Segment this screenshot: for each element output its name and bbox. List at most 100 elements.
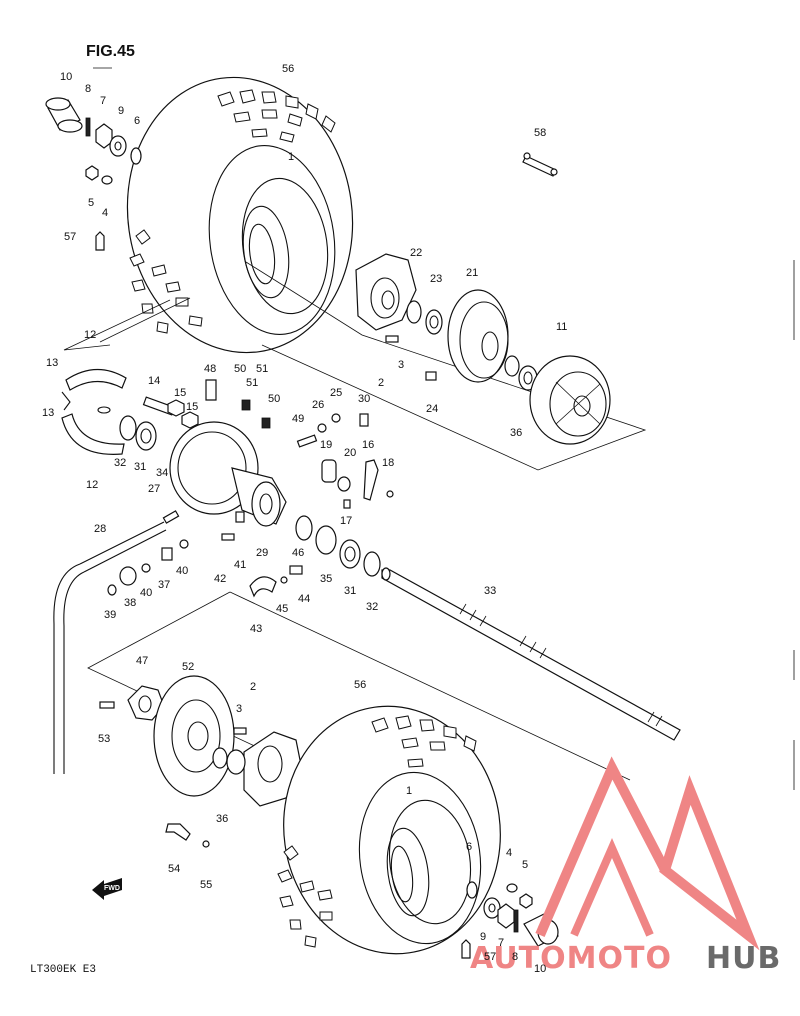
callout-37: 37 <box>158 579 170 591</box>
linkage-parts <box>296 413 394 509</box>
callout-31: 31 <box>134 461 146 473</box>
callout-13: 13 <box>46 357 58 369</box>
callout-58: 58 <box>534 127 546 139</box>
callout-2-lower: 2 <box>250 681 256 693</box>
callout-18: 18 <box>382 457 394 469</box>
callout-30: 30 <box>358 393 370 405</box>
callout-8-lower: 8 <box>512 951 518 963</box>
callout-11: 11 <box>556 321 567 333</box>
callout-49: 49 <box>292 413 304 425</box>
callout-56-lower: 56 <box>354 679 366 691</box>
callout-51-b: 51 <box>256 363 268 375</box>
callout-39: 39 <box>104 609 116 621</box>
callout-40-b: 40 <box>140 587 152 599</box>
lower-tread <box>277 715 477 948</box>
callout-35: 35 <box>320 573 332 585</box>
callout-53: 53 <box>98 733 110 745</box>
callout-4-lower: 4 <box>506 847 512 859</box>
callout-13-lower: 13 <box>42 407 54 419</box>
model-code: LT300EK E3 <box>30 964 96 976</box>
callout-29: 29 <box>256 547 268 559</box>
callout-5: 5 <box>88 197 94 209</box>
callout-17: 17 <box>340 515 352 527</box>
callout-50-b: 50 <box>268 393 280 405</box>
callout-7: 7 <box>100 95 106 107</box>
callout-45: 45 <box>276 603 288 615</box>
fwd-arrow-icon: FWD <box>92 878 122 900</box>
triangle-logo-icon <box>535 756 760 951</box>
callout-1-lower: 1 <box>406 785 412 797</box>
callout-15: 15 <box>174 387 186 399</box>
watermark-brand-left: AUTOMOTO <box>470 941 672 976</box>
callout-2: 2 <box>378 377 384 389</box>
rear-axle <box>381 567 681 741</box>
callout-50: 50 <box>234 363 246 375</box>
watermark-brand-right: HUB <box>706 941 781 976</box>
callout-28: 28 <box>94 523 106 535</box>
figure-title: FIG.45 <box>86 43 135 60</box>
watermark: AUTOMOTO HUB <box>470 756 781 976</box>
callout-3: 3 <box>398 359 404 371</box>
callout-40: 40 <box>176 565 188 577</box>
callout-7-lower: 7 <box>498 937 504 949</box>
callout-9: 9 <box>118 105 124 117</box>
callout-51: 51 <box>246 377 258 389</box>
callout-31-b: 31 <box>344 585 356 597</box>
callout-15-b: 15 <box>186 401 198 413</box>
callout-22: 22 <box>410 247 422 259</box>
callout-6: 6 <box>134 115 140 127</box>
callout-55: 55 <box>200 879 212 891</box>
callout-20: 20 <box>344 447 356 459</box>
callout-54: 54 <box>168 863 180 875</box>
callout-16: 16 <box>362 439 374 451</box>
upper-left-hardware <box>45 97 142 251</box>
upper-hub-parts <box>355 152 611 445</box>
callout-57-lower: 57 <box>484 951 496 963</box>
callout-36-lower: 36 <box>216 813 228 825</box>
callout-32-b: 32 <box>366 601 378 613</box>
callout-8: 8 <box>85 83 91 95</box>
callout-14: 14 <box>148 375 160 387</box>
callout-19: 19 <box>320 439 332 451</box>
sprocket-assembly <box>99 675 303 848</box>
callout-57: 57 <box>64 231 76 243</box>
callout-24: 24 <box>426 403 438 415</box>
fwd-label: FWD <box>104 885 120 892</box>
caliper-small-parts <box>107 511 303 598</box>
brake-panel-assembly <box>119 379 287 527</box>
callout-10: 10 <box>60 71 72 83</box>
callout-52: 52 <box>182 661 194 673</box>
callout-12: 12 <box>84 329 96 341</box>
callout-36: 36 <box>510 427 522 439</box>
callout-41: 41 <box>234 559 246 571</box>
brake-cable <box>53 510 180 774</box>
callout-34: 34 <box>156 467 168 479</box>
upper-tire <box>126 76 354 354</box>
callout-5-lower: 5 <box>522 859 528 871</box>
callout-4: 4 <box>102 207 108 219</box>
lower-tire <box>277 705 501 955</box>
callout-12-lower: 12 <box>86 479 98 491</box>
axle-bearings <box>295 515 381 577</box>
callout-6-lower: 6 <box>466 841 472 853</box>
callout-9-lower: 9 <box>480 931 486 943</box>
callout-25: 25 <box>330 387 342 399</box>
callout-labels: 10 8 7 9 6 56 5 4 57 1 58 22 23 21 11 3 … <box>42 63 567 975</box>
callout-3-lower: 3 <box>236 703 242 715</box>
callout-10-lower: 10 <box>534 963 546 975</box>
callout-48: 48 <box>204 363 216 375</box>
callout-38: 38 <box>124 597 136 609</box>
callout-27: 27 <box>148 483 160 495</box>
callout-32: 32 <box>114 457 126 469</box>
upper-tread <box>129 89 336 334</box>
callout-43: 43 <box>250 623 262 635</box>
callout-21: 21 <box>466 267 478 279</box>
callout-46: 46 <box>292 547 304 559</box>
callout-56: 56 <box>282 63 294 75</box>
callout-23: 23 <box>430 273 442 285</box>
callout-42: 42 <box>214 573 226 585</box>
callout-33: 33 <box>484 585 496 597</box>
callout-1: 1 <box>288 151 294 163</box>
brake-shoes <box>61 368 127 455</box>
